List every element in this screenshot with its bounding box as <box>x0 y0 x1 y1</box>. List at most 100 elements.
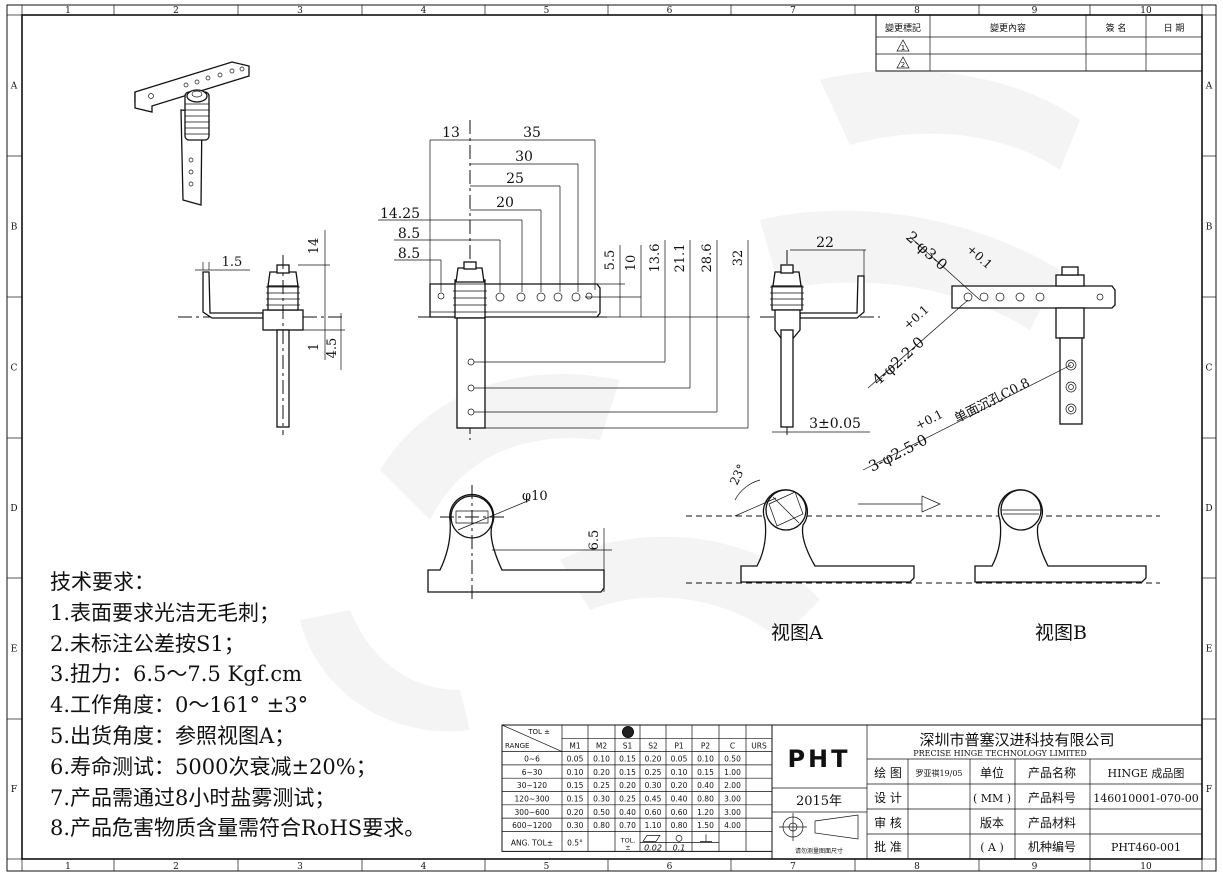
approve-label: 批 准 <box>874 839 902 854</box>
tol-range: 0~6 <box>524 755 540 764</box>
hole-2-2-tol: +0.1 <box>901 302 932 332</box>
zone-row-left: B <box>11 223 18 233</box>
technical-requirements: 技术要求： 1.表面要求光洁无毛刺； 2.未标注公差按S1； 3.扭力：6.5～… <box>50 567 480 844</box>
view-a: 23° <box>686 462 1160 584</box>
model-value: PHT460-001 <box>1111 841 1181 854</box>
dim-21-1: 21.1 <box>673 244 688 273</box>
dim-10: 10 <box>624 255 639 272</box>
dim-14: 14 <box>307 238 322 255</box>
dim-4-5: 4.5 <box>325 338 340 359</box>
zone-col-top: 6 <box>667 6 673 16</box>
part-no-value: 146010001-070-00 <box>1093 792 1198 805</box>
rev-mark-1: 1 <box>901 44 905 52</box>
tol-cell: 0.45 <box>645 795 662 804</box>
tol-cell: 0.30 <box>645 781 662 790</box>
dim-13-6: 13.6 <box>648 244 663 273</box>
zone-row-right: E <box>1206 645 1213 655</box>
zone-row-right: C <box>1206 364 1213 374</box>
notes-title: 技术要求： <box>50 570 155 594</box>
tol-range: 300~600 <box>515 808 550 817</box>
dim-3-tol: 3±0.05 <box>809 416 861 432</box>
view-b <box>974 489 1147 583</box>
projection-symbol <box>779 813 859 841</box>
tol-cell: 0.40 <box>697 781 714 790</box>
tol-corner-top: TOL ± <box>527 728 550 736</box>
dim-30: 30 <box>515 149 533 165</box>
tol-cell: 1.50 <box>697 821 714 830</box>
dim-22: 22 <box>816 235 834 251</box>
tol-cell: 0.20 <box>645 755 662 764</box>
dim-25: 25 <box>506 171 524 187</box>
hole-2-5-callout: 3-φ2.5-0 <box>866 431 931 476</box>
rev-header-mark: 變更標記 <box>885 22 921 34</box>
tol-cell: 1.10 <box>645 821 662 830</box>
countersink-note: 单面沉孔C0.8 <box>952 376 1032 427</box>
zone-col-bottom: 4 <box>421 862 427 872</box>
tol-cell: 0.20 <box>593 768 610 777</box>
tol-cell: 0.80 <box>697 795 714 804</box>
zone-col-bottom: 1 <box>65 862 71 872</box>
model-label: 机种编号 <box>1028 839 1076 854</box>
rev-triangle-2 <box>896 56 910 69</box>
rev-header-sign: 簽 名 <box>1106 22 1127 34</box>
version-label: 版本 <box>980 816 1004 830</box>
zone-row-left: D <box>10 504 17 514</box>
tol-cell: 0.60 <box>645 808 662 817</box>
tol-header: S1 <box>623 742 633 751</box>
zone-row-left: F <box>11 785 17 795</box>
drawing-year: 2015年 <box>796 794 842 809</box>
zone-row-right: A <box>1205 82 1213 92</box>
part-no-label: 产品料号 <box>1028 791 1076 805</box>
tol-cell: 0.40 <box>619 808 636 817</box>
tol-cell: 0.70 <box>619 821 636 830</box>
tol-range: 120~300 <box>515 795 550 804</box>
view-a-label: 视图A <box>771 622 823 644</box>
title-block: PHT 2015年 请勿测量图面尺寸 深圳市普塞汉进科技有限公司 PRECISE… <box>771 724 1203 860</box>
dim-14-25: 14.25 <box>380 206 420 222</box>
tol-cell: 1.00 <box>724 768 741 777</box>
view-arrow <box>858 495 941 513</box>
inner-frame <box>21 14 1203 860</box>
zone-col-bottom: 9 <box>1032 862 1038 872</box>
dim-28-6: 28.6 <box>700 244 715 273</box>
tol-range: 600~1200 <box>512 821 552 830</box>
zone-row-left: A <box>10 82 18 92</box>
note-item: 6.寿命测试：5000次衰减±20%； <box>50 754 377 779</box>
tol-cell: 0.10 <box>567 768 584 777</box>
zone-row-left: C <box>11 364 18 374</box>
company-name-en: PRECISE HINGE TECHNOLOGY LIMITED <box>913 749 1087 758</box>
tol-cell: 0.15 <box>619 768 636 777</box>
tol-cell: 3.00 <box>724 808 741 817</box>
tol-corner-bottom: RANGE <box>505 742 529 750</box>
zone-col-top: 2 <box>173 6 179 16</box>
tol-cell: 0.25 <box>619 795 636 804</box>
rev-header-date: 日 期 <box>1164 23 1185 34</box>
draw-value: 罗亚祺19/05 <box>915 768 962 778</box>
tol-range: 6~30 <box>522 768 543 777</box>
tol-range: 30~120 <box>517 781 547 790</box>
tol-cell: 0.20 <box>619 781 636 790</box>
company-logo: PHT <box>787 745 847 773</box>
rev-triangle-1 <box>896 39 910 52</box>
material-label: 产品材料 <box>1028 816 1076 830</box>
tol-cell: 0.50 <box>724 755 741 764</box>
tol-cell: 0.10 <box>671 768 688 777</box>
zone-col-bottom: 2 <box>173 862 179 872</box>
zone-col-bottom: 10 <box>1140 862 1152 872</box>
zone-row-right: F <box>1206 785 1212 795</box>
zone-col-top: 1 <box>65 6 71 16</box>
ang-tol-label: ANG. TOL± <box>511 838 553 847</box>
dim-1: 1 <box>307 343 322 351</box>
zone-col-top: 4 <box>421 6 427 16</box>
zone-col-top: 5 <box>544 6 550 16</box>
tol-cell: 0.30 <box>567 821 584 830</box>
dim-35: 35 <box>523 125 541 141</box>
s1-dot-icon <box>622 726 634 738</box>
hole-2-2-callout: 4-φ2.2-0 <box>869 333 928 389</box>
dim-5-5: 5.5 <box>603 250 618 271</box>
zone-col-top: 10 <box>1140 6 1152 16</box>
unit-value: ( MM ) <box>973 792 1011 805</box>
